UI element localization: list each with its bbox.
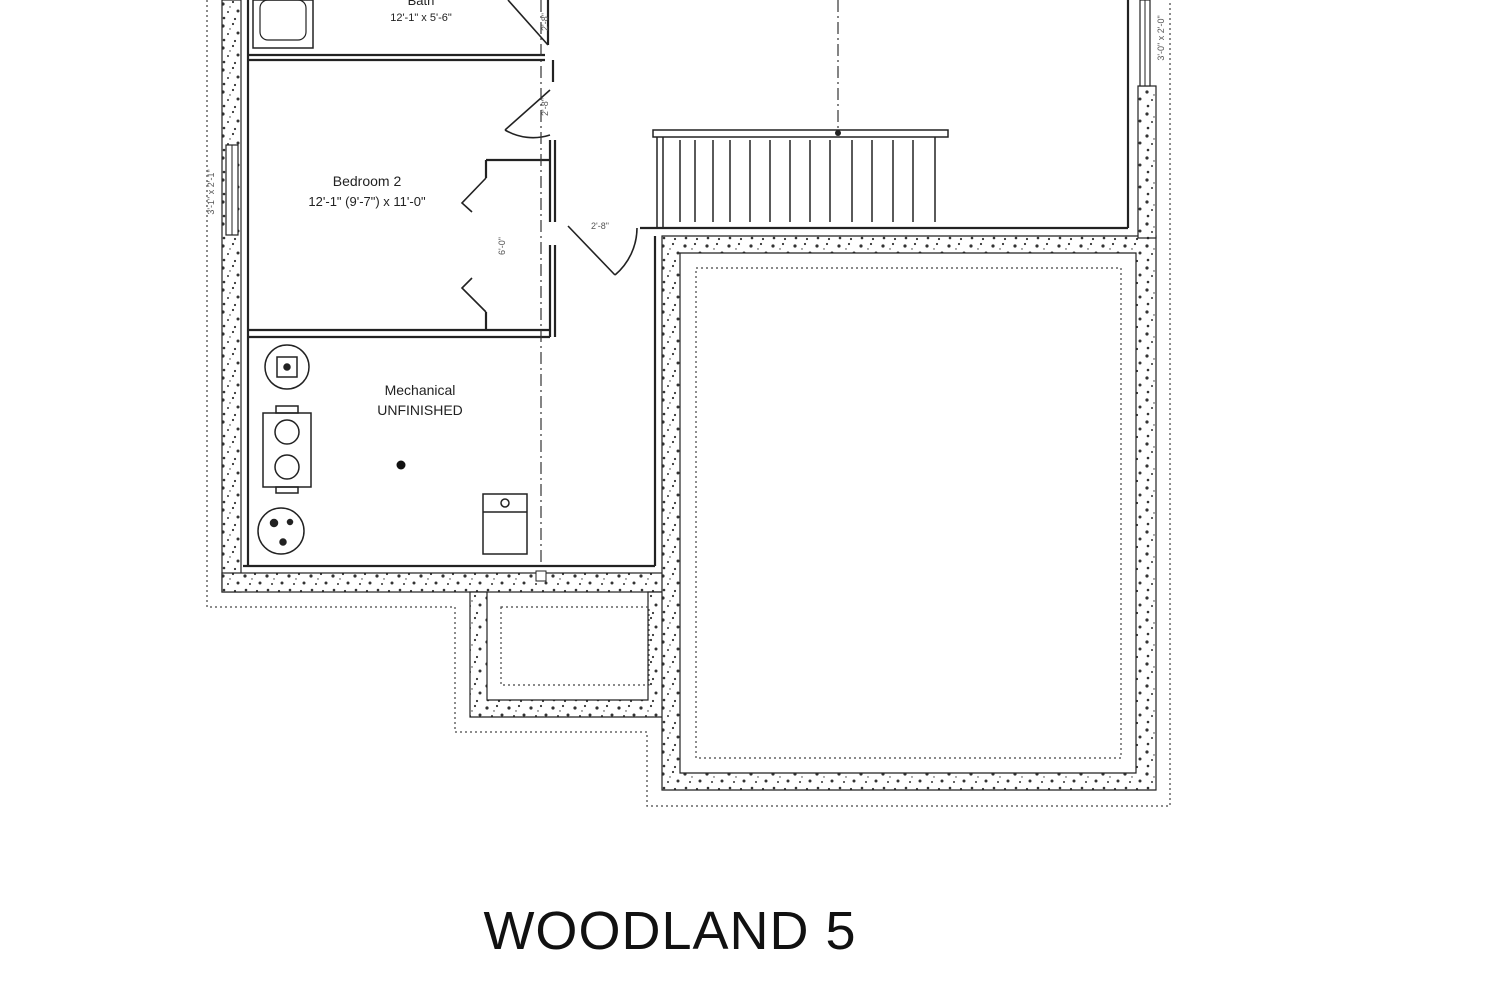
- door-swings: [460, 0, 638, 313]
- foundation-wall-bottom-left: [221, 572, 675, 593]
- bedroom2-size: 12'-1" (9'-7") x 11'-0": [308, 194, 426, 209]
- door-mechanical-dim: 2'-8": [591, 221, 609, 231]
- slab-inner-outline: [695, 267, 1122, 759]
- mechanical-label: Mechanical: [385, 382, 456, 398]
- mechanical-note: UNFINISHED: [377, 402, 463, 418]
- center-lines: [540, 0, 839, 566]
- foundation-wall-right: [1137, 85, 1157, 239]
- mechanical-equipment: [257, 344, 528, 555]
- door-bedroom-dim: 2'-8": [540, 98, 550, 116]
- footing-outline: [206, 0, 1171, 807]
- door-bath-dim: 2'-8": [540, 13, 550, 31]
- bedroom2-label: Bedroom 2: [333, 173, 402, 189]
- foundation-wall-left: [221, 0, 242, 593]
- plan-title: WOODLAND 5: [483, 901, 857, 961]
- window-left-dim: 3'-1" x 2'-1": [206, 169, 216, 214]
- window-right-dim: 3'-0" x 2'-0": [1156, 15, 1166, 60]
- window-well: [469, 591, 666, 718]
- closet-width-dim: 6'-0": [497, 237, 507, 255]
- interior-walls: [243, 0, 1130, 568]
- bath-label: Bath: [408, 0, 435, 8]
- bath-size: 12'-1" x 5'-6": [390, 12, 452, 24]
- window-well-inner: [500, 606, 650, 686]
- foundation-wall-right-block: [661, 235, 1157, 791]
- bathtub: [252, 0, 314, 49]
- stair: [652, 129, 949, 228]
- floor-drain: [396, 460, 406, 470]
